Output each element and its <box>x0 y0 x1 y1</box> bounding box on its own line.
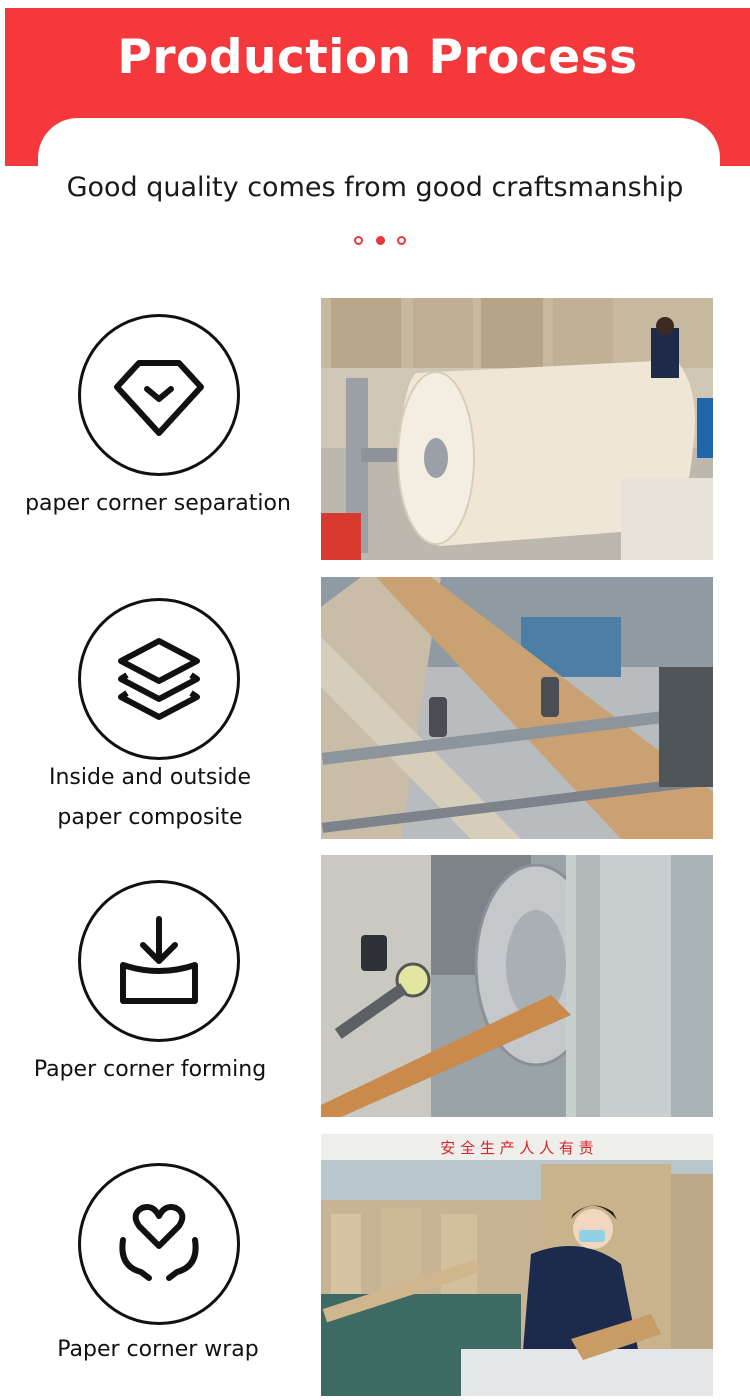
header-card <box>38 118 720 198</box>
corner-forming-machine-photo <box>321 855 713 1117</box>
dot-icon <box>375 235 385 245</box>
dot-icon <box>354 235 363 245</box>
step-label: Paper corner wrap <box>57 1337 259 1362</box>
heart-hands-icon <box>78 1163 240 1325</box>
step-label-line1: Inside and outside <box>49 765 251 790</box>
decorative-dots <box>354 234 406 246</box>
dot-icon <box>397 235 406 245</box>
worker-wrapping-photo: 安 全 生 产 人 人 有 责 <box>321 1134 713 1396</box>
page-subtitle: Good quality comes from good craftsmansh… <box>66 172 684 203</box>
factory-banner-text: 安 全 生 产 人 人 有 责 <box>440 1139 593 1157</box>
paper-roll-machine-photo <box>321 298 713 560</box>
diamond-check-icon <box>78 314 240 476</box>
paper-composite-machine-photo <box>321 577 713 839</box>
layers-icon <box>78 598 240 760</box>
download-tray-icon <box>78 880 240 1042</box>
step-label: paper corner separation <box>25 491 291 516</box>
step-label-line2: paper composite <box>57 805 243 830</box>
step-label: Paper corner forming <box>33 1057 267 1082</box>
page-title: Production Process <box>117 30 638 85</box>
